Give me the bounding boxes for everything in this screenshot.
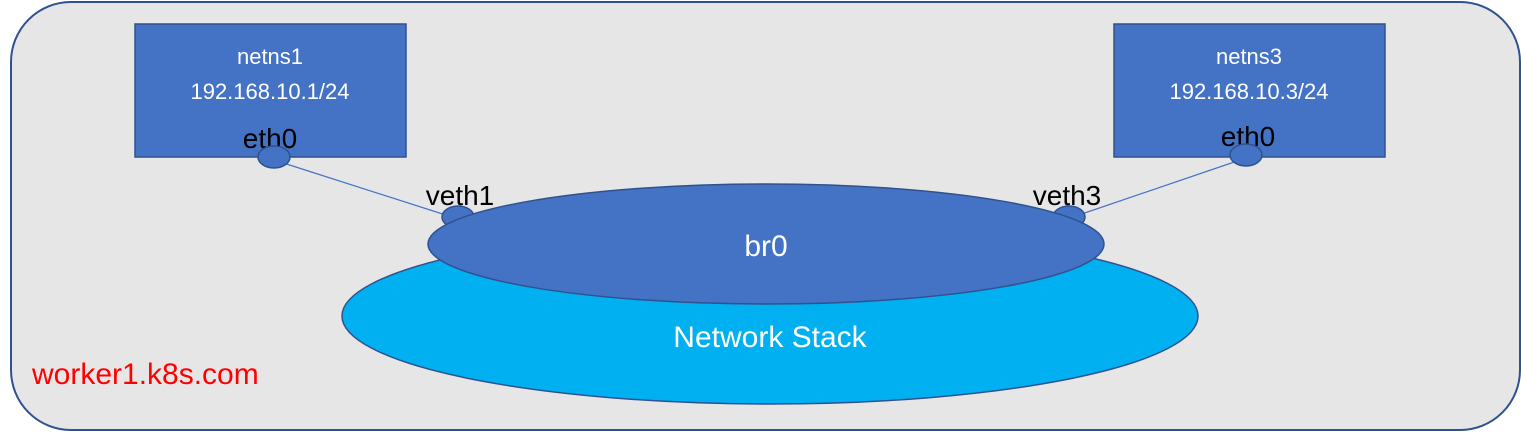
netns1-rect [134, 23, 407, 158]
netns3-eth0-port [1229, 143, 1263, 167]
host-label: worker1.k8s.com [31, 358, 259, 391]
veth1-label: veth1 [426, 180, 495, 211]
netns1-ip: 192.168.10.1/24 [190, 79, 349, 104]
veth3-label: veth3 [1033, 180, 1102, 211]
netns3-ip: 192.168.10.3/24 [1169, 79, 1328, 104]
netns1-box: netns1 192.168.10.1/24 eth0 [134, 23, 407, 158]
bridge-ellipse [427, 183, 1105, 305]
netns3-name: netns3 [1216, 44, 1282, 69]
netns3-rect [1113, 23, 1386, 158]
link-netns3-veth3 [1069, 157, 1247, 219]
netns1-name: netns1 [237, 44, 303, 69]
network-stack-label: Network Stack [673, 321, 867, 354]
netns1-eth0-port [257, 145, 291, 169]
link-netns1-veth1 [273, 159, 456, 219]
netns3-box: netns3 192.168.10.3/24 eth0 [1113, 23, 1386, 158]
bridge-label: br0 [744, 230, 787, 263]
